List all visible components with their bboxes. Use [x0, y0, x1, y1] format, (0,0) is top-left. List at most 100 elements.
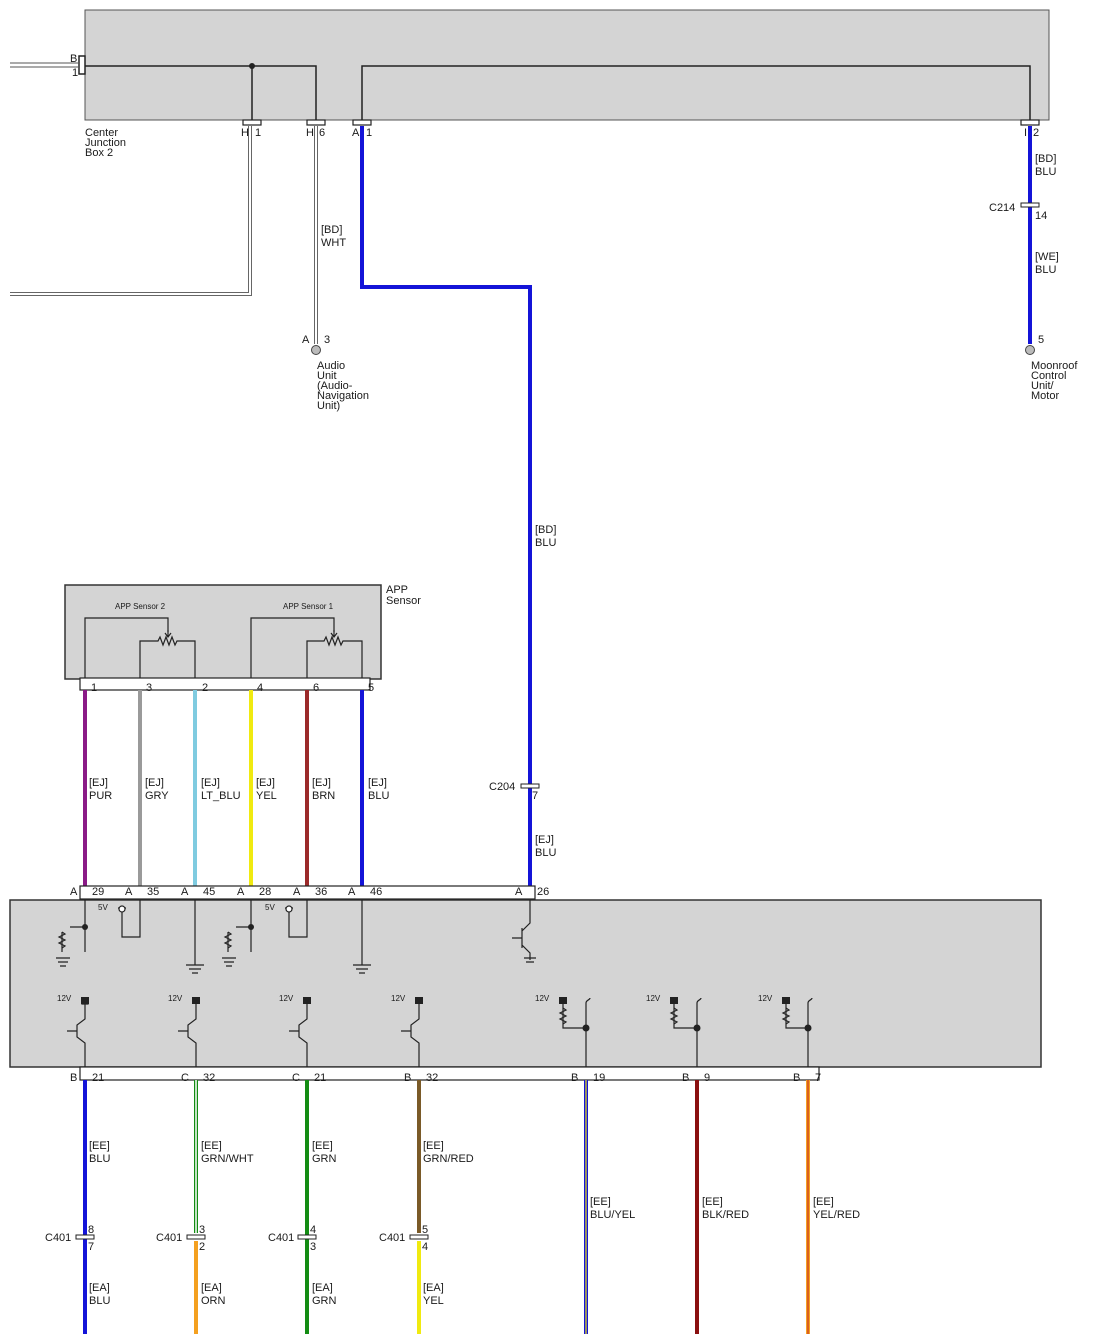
app-wire-label-c0: PUR [89, 790, 112, 802]
pcm-5v-label-1: 5V [98, 903, 108, 912]
cjb-connector-b1 [10, 55, 86, 75]
out0-harness: [EE] [89, 1140, 110, 1152]
moonroof-upper-color: BLU [1035, 166, 1056, 178]
out2-color: GRN [312, 1153, 337, 1165]
out6-letter: B [793, 1072, 800, 1084]
app-pin-3: 3 [146, 682, 152, 694]
center-blue-lower-color: BLU [535, 847, 556, 859]
out2-lower-harness: [EA] [312, 1282, 333, 1294]
center-blue-upper-harness: [BD] [535, 524, 556, 536]
cjb-a1-letter: A [352, 127, 360, 139]
pcm-12v-label-7: 12V [758, 994, 773, 1003]
out2-letter: C [292, 1072, 300, 1084]
center-blue-wire [360, 126, 540, 898]
out6-color: YEL/RED [813, 1209, 860, 1221]
moonroof-pin-number: 5 [1038, 334, 1044, 346]
cjb-a1-number: 1 [366, 127, 372, 139]
moonroof-connector-pin: 14 [1035, 210, 1047, 222]
pcm-a46-letter: A [348, 886, 356, 898]
app-pin-6: 6 [313, 682, 319, 694]
app-pin-4: 4 [257, 682, 263, 694]
audio-label-line4: Navigation [317, 390, 369, 402]
out2-lower-color: GRN [312, 1295, 337, 1307]
out5-harness: [EE] [702, 1196, 723, 1208]
out6-pin: 7 [815, 1072, 821, 1084]
out0-conn-bottom: 7 [88, 1241, 94, 1253]
out4-letter: B [571, 1072, 578, 1084]
moonroof-wire [1020, 126, 1040, 344]
app-sensor-box [64, 584, 382, 691]
app-wire-label-h2: [EJ] [201, 777, 220, 789]
app-wire-label-c1: GRY [145, 790, 169, 802]
pcm-12v-label-2: 12V [168, 994, 183, 1003]
pcm-a29-letter: A [70, 886, 78, 898]
center-blue-upper-color: BLU [535, 537, 556, 549]
app-wire-label-c4: BRN [312, 790, 335, 802]
pcm-a36-letter: A [293, 886, 301, 898]
center-blue-connector-pin: 7 [532, 790, 538, 802]
pcm-a26-letter: A [515, 886, 523, 898]
moonroof-terminal [1025, 345, 1035, 355]
cjb-i2-number: 2 [1033, 127, 1039, 139]
out5-pin: 9 [704, 1072, 710, 1084]
moonroof-label-line2: Control [1031, 370, 1066, 382]
white-wire-h1 [10, 126, 252, 296]
out0-pin: 21 [92, 1072, 104, 1084]
out2-pin: 21 [314, 1072, 326, 1084]
out3-harness: [EE] [423, 1140, 444, 1152]
pcm-a45-letter: A [181, 886, 189, 898]
out0-letter: B [70, 1072, 77, 1084]
pcm-12v-label-4: 12V [391, 994, 406, 1003]
cjb-b1-number: 1 [72, 67, 78, 79]
out1-pin: 32 [203, 1072, 215, 1084]
out1-connector: C401 [156, 1232, 182, 1244]
pcm-a46-pin: 46 [370, 886, 382, 898]
app-wire-label-c2: LT_BLU [201, 790, 241, 802]
out6-harness: [EE] [813, 1196, 834, 1208]
moonroof-upper-harness: [BD] [1035, 153, 1056, 165]
moonroof-lower-color: BLU [1035, 264, 1056, 276]
cjb-h6-number: 6 [319, 127, 325, 139]
moonroof-lower-harness: [WE] [1035, 251, 1059, 263]
pcm-12v-label-5: 12V [535, 994, 550, 1003]
out2-connector: C401 [268, 1232, 294, 1244]
moonroof-label-line4: Motor [1031, 390, 1059, 402]
cjb-b1-letter: B [70, 53, 77, 65]
moonroof-label-line3: Unit/ [1031, 380, 1055, 392]
out1-conn-bottom: 2 [199, 1241, 205, 1253]
c401-marker-1 [75, 1234, 95, 1240]
center-blue-connector: C204 [489, 781, 515, 793]
pcm-module [9, 885, 1042, 1081]
out0-conn-top: 8 [88, 1224, 94, 1236]
cjb-h1-letter: H [241, 127, 249, 139]
moonroof-label-line1: Moonroof [1031, 360, 1078, 372]
out3-letter: B [404, 1072, 411, 1084]
app-wire-label-h0: [EJ] [89, 777, 108, 789]
center-blue-lower-harness: [EJ] [535, 834, 554, 846]
out3-conn-top: 5 [422, 1224, 428, 1236]
app-wire-label-c5: BLU [368, 790, 389, 802]
audio-label-line1: Audio [317, 360, 345, 372]
out3-lower-harness: [EA] [423, 1282, 444, 1294]
audio-label-line5: Unit) [317, 400, 340, 412]
pcm-a35-letter: A [125, 886, 133, 898]
pcm-12v-label-3: 12V [279, 994, 294, 1003]
out3-connector: C401 [379, 1232, 405, 1244]
audio-unit-terminal [311, 345, 321, 355]
app-wire-label-c3: YEL [256, 790, 277, 802]
out1-lower-harness: [EA] [201, 1282, 222, 1294]
cjb-label-line1: Center [85, 127, 118, 139]
out4-pin: 19 [593, 1072, 605, 1084]
app-wire-label-h5: [EJ] [368, 777, 387, 789]
app-pin-1: 1 [91, 682, 97, 694]
out3-lower-color: YEL [423, 1295, 444, 1307]
app-sensor-name-line2: Sensor [386, 595, 421, 607]
app-sensor1-label: APP Sensor 1 [283, 602, 334, 611]
pcm-12v-label-6: 12V [646, 994, 661, 1003]
out2-harness: [EE] [312, 1140, 333, 1152]
out0-color: BLU [89, 1153, 110, 1165]
app-sensor-name-line1: APP [386, 584, 408, 596]
c401-marker-3 [297, 1234, 317, 1240]
app-pin-5: 5 [368, 682, 374, 694]
